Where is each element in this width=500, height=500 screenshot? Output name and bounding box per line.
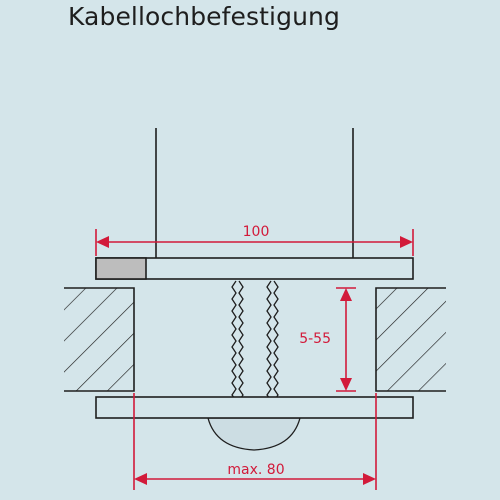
dimension-top-width [95,229,414,256]
top-clamp-plate [95,257,414,280]
dimension-thickness-label: 5-55 [299,331,331,347]
left-screw [231,280,244,407]
dimension-thickness [336,287,356,392]
bottom-clamp-plate [95,396,414,419]
right-wall-section [375,287,446,392]
left-wall-section [64,287,135,392]
bottom-cap [207,417,301,451]
diagram-title: Kabellochbefestigung [68,2,340,31]
dimension-bottom-width [133,393,377,490]
dimension-top-width-label: 100 [243,224,270,240]
dimension-bottom-width-label: max. 80 [227,462,284,478]
clamp-block [95,257,147,280]
right-screw [266,280,279,407]
